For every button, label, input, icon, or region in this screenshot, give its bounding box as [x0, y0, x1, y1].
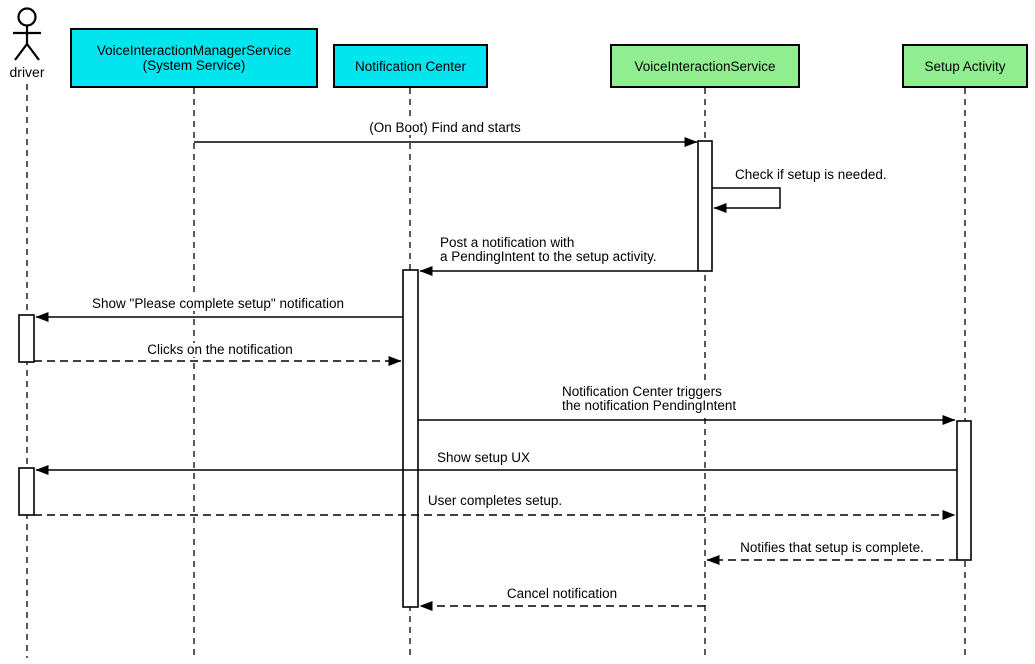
- actor-driver-label: driver: [8, 64, 46, 80]
- participant-label: Notification Center: [354, 58, 467, 74]
- message-10-label: Cancel notification: [504, 586, 620, 601]
- message-3-label: Post a notification with a PendingIntent…: [438, 235, 659, 264]
- participant-label: VoiceInteractionManagerService (System S…: [96, 43, 292, 73]
- message-6-label: Notification Center triggers the notific…: [560, 384, 739, 413]
- message-2-label: Check if setup is needed.: [733, 167, 889, 182]
- message-1-label: (On Boot) Find and starts: [367, 120, 523, 135]
- activation-bar-driver-2: [18, 467, 35, 516]
- actor-icon: [13, 7, 41, 61]
- participant-voice-interaction-service: VoiceInteractionService: [610, 44, 800, 88]
- message-9-label: Notifies that setup is complete.: [738, 540, 926, 555]
- message-arrow-check-if-setup-needed: [712, 187, 781, 213]
- activation-bar-setup-activity: [956, 420, 972, 561]
- participant-label: VoiceInteractionService: [634, 58, 776, 74]
- participant-label: Setup Activity: [924, 58, 1006, 74]
- message-8-label: User completes setup.: [425, 493, 565, 508]
- participant-setup-activity: Setup Activity: [902, 44, 1028, 88]
- activation-bar-driver-1: [18, 314, 35, 363]
- participant-voice-interaction-manager-service: VoiceInteractionManagerService (System S…: [70, 28, 318, 88]
- message-4-label: Show "Please complete setup" notificatio…: [90, 296, 346, 311]
- activation-bar-notification-center: [402, 269, 419, 608]
- participant-notification-center: Notification Center: [333, 44, 488, 88]
- message-7-label: Show setup UX: [435, 450, 533, 465]
- message-5-label: Clicks on the notification: [145, 342, 295, 357]
- activation-bar-voice-interaction-service: [697, 140, 713, 272]
